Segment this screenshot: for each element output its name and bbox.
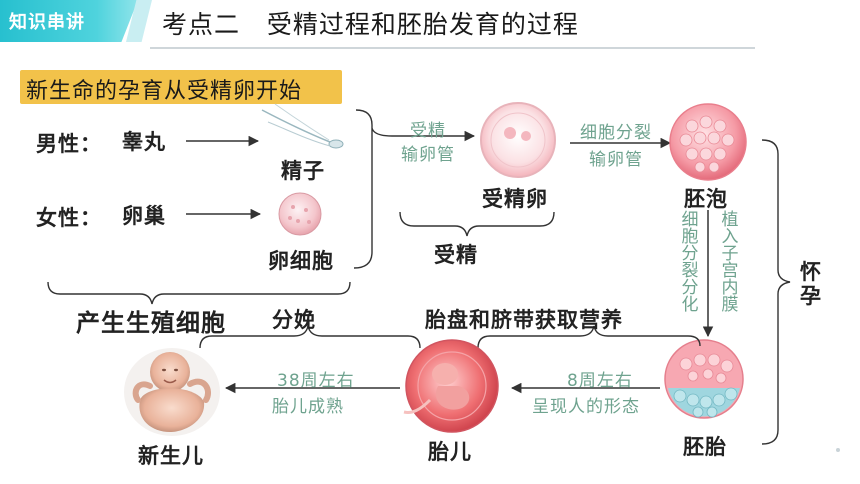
zygote-image (480, 102, 556, 178)
blastocyst-label: 胚泡 (684, 187, 728, 211)
placenta-caption: 胎盘和脐带获取营养 (425, 308, 623, 332)
egg-cell-label: 卵细胞 (268, 249, 334, 273)
female-label: 女性： (36, 206, 102, 230)
implantation-edge-label: 植入子宫内膜 (721, 210, 739, 315)
page-indicator-dot (836, 448, 840, 452)
cleavage-oviduct-label: 输卵管 (589, 150, 643, 170)
delivery-brace (199, 325, 421, 349)
newborn-image (124, 348, 220, 436)
fertilization-edge-label: 受精 (410, 121, 446, 141)
fertilization-brace (399, 211, 555, 237)
week8-edge-label: 8周左右 (567, 371, 633, 391)
title-divider (150, 47, 755, 49)
fetus-mature-edge-label: 胎儿成熟 (272, 397, 344, 417)
fertilization-label: 受精 (434, 243, 478, 267)
placenta-brace (477, 325, 701, 349)
topic-banner-text: 新生命的孕育从受精卵开始 (26, 79, 303, 104)
sperm-label: 精子 (281, 159, 325, 183)
male-label: 男性： (36, 132, 102, 156)
testis-label: 睾丸 (122, 130, 166, 154)
section-badge: 知识串讲 (0, 0, 138, 42)
topic-banner: 新生命的孕育从受精卵开始 (20, 70, 342, 104)
pregnancy-label: 怀孕 (800, 260, 822, 308)
fetus-image (403, 339, 499, 433)
germ-cells-brace (47, 281, 351, 305)
merge-bracket (353, 109, 393, 269)
differentiation-edge-label: 细胞分裂分化 (681, 210, 699, 315)
embryo-label: 胚胎 (683, 435, 727, 459)
section-badge-text: 知识串讲 (9, 12, 85, 33)
cleavage-edge-label: 细胞分裂 (580, 123, 652, 143)
zygote-label: 受精卵 (482, 187, 548, 211)
newborn-label: 新生儿 (138, 444, 204, 468)
ovary-label: 卵巢 (122, 204, 166, 228)
germ-cells-label: 产生生殖细胞 (76, 309, 226, 337)
page-title: 考点二 受精过程和胚胎发育的过程 (162, 10, 579, 39)
delivery-label: 分娩 (272, 308, 316, 332)
fetus-label: 胎儿 (428, 440, 472, 464)
pregnancy-bracket (761, 139, 791, 445)
sperm-image (261, 103, 344, 149)
week38-edge-label: 38周左右 (277, 371, 355, 391)
egg-cell-image (278, 192, 322, 236)
blastocyst-image (669, 103, 747, 181)
embryo-image (664, 339, 744, 419)
human-form-edge-label: 呈现人的形态 (532, 397, 640, 417)
oviduct-edge-label: 输卵管 (401, 145, 455, 165)
